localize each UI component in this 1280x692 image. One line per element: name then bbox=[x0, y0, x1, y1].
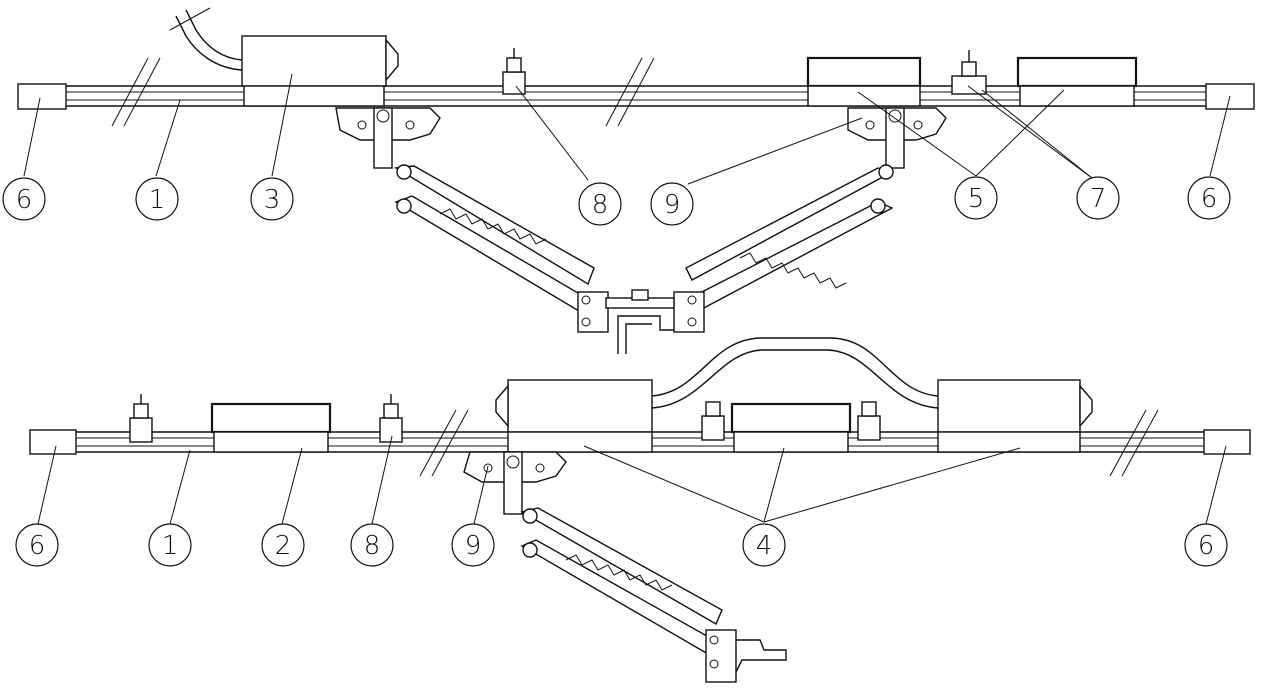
callout-7-top: 7 bbox=[1076, 176, 1120, 220]
top-carriage-5a bbox=[806, 56, 922, 107]
svg-text:1: 1 bbox=[162, 531, 179, 561]
callout-8-top: 8 bbox=[578, 182, 622, 226]
top-bracket-right bbox=[847, 107, 947, 169]
bottom-break-marks bbox=[419, 409, 1159, 477]
callout-1-bottom: 1 bbox=[148, 523, 192, 567]
svg-text:1: 1 bbox=[149, 185, 166, 215]
svg-text:8: 8 bbox=[592, 190, 609, 220]
callout-1-top: 1 bbox=[135, 177, 179, 221]
callout-4-bottom: 4 bbox=[742, 523, 786, 567]
bottom-end-cap-left bbox=[29, 429, 77, 455]
bottom-carriage-4-center bbox=[701, 401, 881, 453]
svg-text:9: 9 bbox=[465, 531, 482, 561]
bottom-callouts: 6 1 2 8 9 4 6 bbox=[15, 523, 1228, 567]
svg-text:5: 5 bbox=[968, 184, 985, 214]
bottom-end-cap-right bbox=[1203, 429, 1251, 455]
top-clamp-8 bbox=[502, 48, 526, 95]
bottom-bracket-9 bbox=[463, 451, 567, 515]
callout-6-bottom-left: 6 bbox=[15, 523, 59, 567]
callout-9-top: 9 bbox=[650, 182, 694, 226]
top-arm-left bbox=[393, 164, 609, 333]
top-end-cap-left bbox=[17, 83, 67, 110]
svg-text:6: 6 bbox=[29, 531, 46, 561]
svg-text:8: 8 bbox=[364, 531, 381, 561]
bottom-clamp-8 bbox=[379, 394, 403, 443]
bottom-leaders bbox=[37, 435, 1227, 525]
bottom-clamp-left bbox=[129, 394, 153, 443]
top-carriage-5b bbox=[1016, 56, 1138, 107]
top-bracket-left bbox=[335, 107, 441, 169]
svg-text:2: 2 bbox=[275, 531, 292, 561]
callout-2-bottom: 2 bbox=[261, 523, 305, 567]
callout-3-top: 3 bbox=[250, 177, 294, 221]
svg-text:4: 4 bbox=[756, 531, 773, 561]
svg-text:7: 7 bbox=[1090, 184, 1107, 214]
top-callouts: 6 1 3 8 9 5 7 6 bbox=[2, 176, 1231, 226]
svg-text:3: 3 bbox=[264, 185, 281, 215]
callout-6-top-left: 6 bbox=[2, 177, 46, 221]
svg-text:9: 9 bbox=[664, 190, 681, 220]
bottom-assembly: 6 1 2 8 9 4 6 bbox=[15, 337, 1251, 683]
top-center-fitting bbox=[605, 289, 675, 354]
svg-text:6: 6 bbox=[1201, 184, 1218, 214]
top-break-marks bbox=[111, 57, 655, 127]
top-housing-3 bbox=[169, 7, 399, 107]
callout-5-top: 5 bbox=[954, 176, 998, 220]
top-assembly: 6 1 3 8 9 5 7 6 bbox=[2, 7, 1255, 354]
bottom-housing-4-left bbox=[495, 379, 653, 453]
bottom-arm bbox=[520, 507, 787, 683]
svg-text:6: 6 bbox=[16, 185, 33, 215]
svg-text:6: 6 bbox=[1198, 531, 1215, 561]
top-leaders bbox=[23, 73, 1231, 185]
callout-6-bottom-right: 6 bbox=[1184, 523, 1228, 567]
callout-6-top-right: 6 bbox=[1187, 176, 1231, 220]
top-arm-right bbox=[673, 164, 894, 333]
top-clamp-7 bbox=[951, 50, 987, 95]
bottom-cable-loop bbox=[651, 337, 939, 409]
callout-8-bottom: 8 bbox=[350, 523, 394, 567]
bottom-housing-4-right bbox=[937, 379, 1093, 453]
bottom-carriage-2 bbox=[210, 402, 332, 453]
callout-9-bottom: 9 bbox=[451, 523, 495, 567]
